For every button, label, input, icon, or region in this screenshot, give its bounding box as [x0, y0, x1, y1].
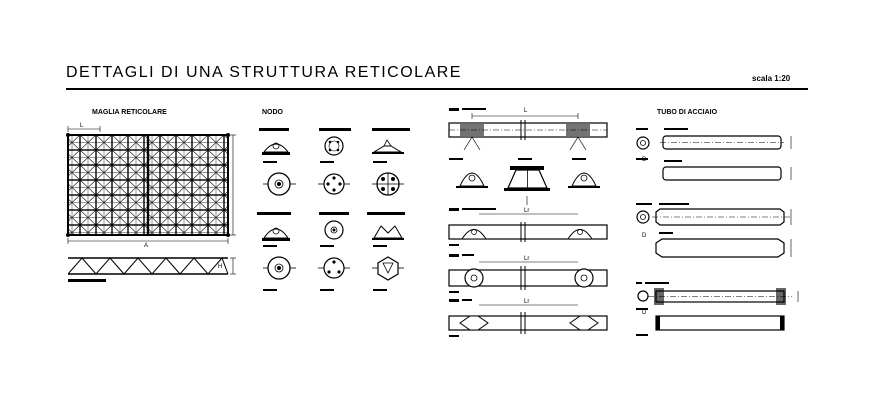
section-title-maglia: MAGLIA RETICOLARE [92, 109, 167, 116]
dim-Lr-member-3: Lr [524, 299, 529, 305]
section-title-nodo: NODO [262, 109, 283, 116]
member-elevations [448, 108, 608, 337]
truss-elevation [67, 257, 236, 275]
node-details [257, 128, 410, 291]
steel-tube-details [636, 128, 799, 336]
dim-H-elevation: H [218, 264, 222, 270]
dim-Lr-member-2: Lr [524, 256, 529, 262]
scale-label: scala 1:20 [752, 74, 791, 83]
plan-dimensions [67, 126, 236, 244]
space-frame-plan [66, 133, 230, 237]
section-title-tubo: TUBO DI ACCIAIO [657, 109, 718, 116]
dim-L-member: L [524, 108, 528, 114]
dim-Lr-member-1: Lr [524, 208, 529, 214]
drawing-title: DETTAGLI DI UNA STRUTTURA RETICOLARE [66, 64, 462, 81]
title-underline [66, 88, 808, 90]
dim-L-plan: L [80, 123, 84, 129]
dim-D-tube-3: D [642, 310, 647, 316]
dim-D-tube-2: D [642, 233, 647, 239]
dim-D-tube-1: D [642, 157, 647, 163]
dim-A-plan: A [144, 243, 148, 249]
label-bar [68, 279, 106, 282]
